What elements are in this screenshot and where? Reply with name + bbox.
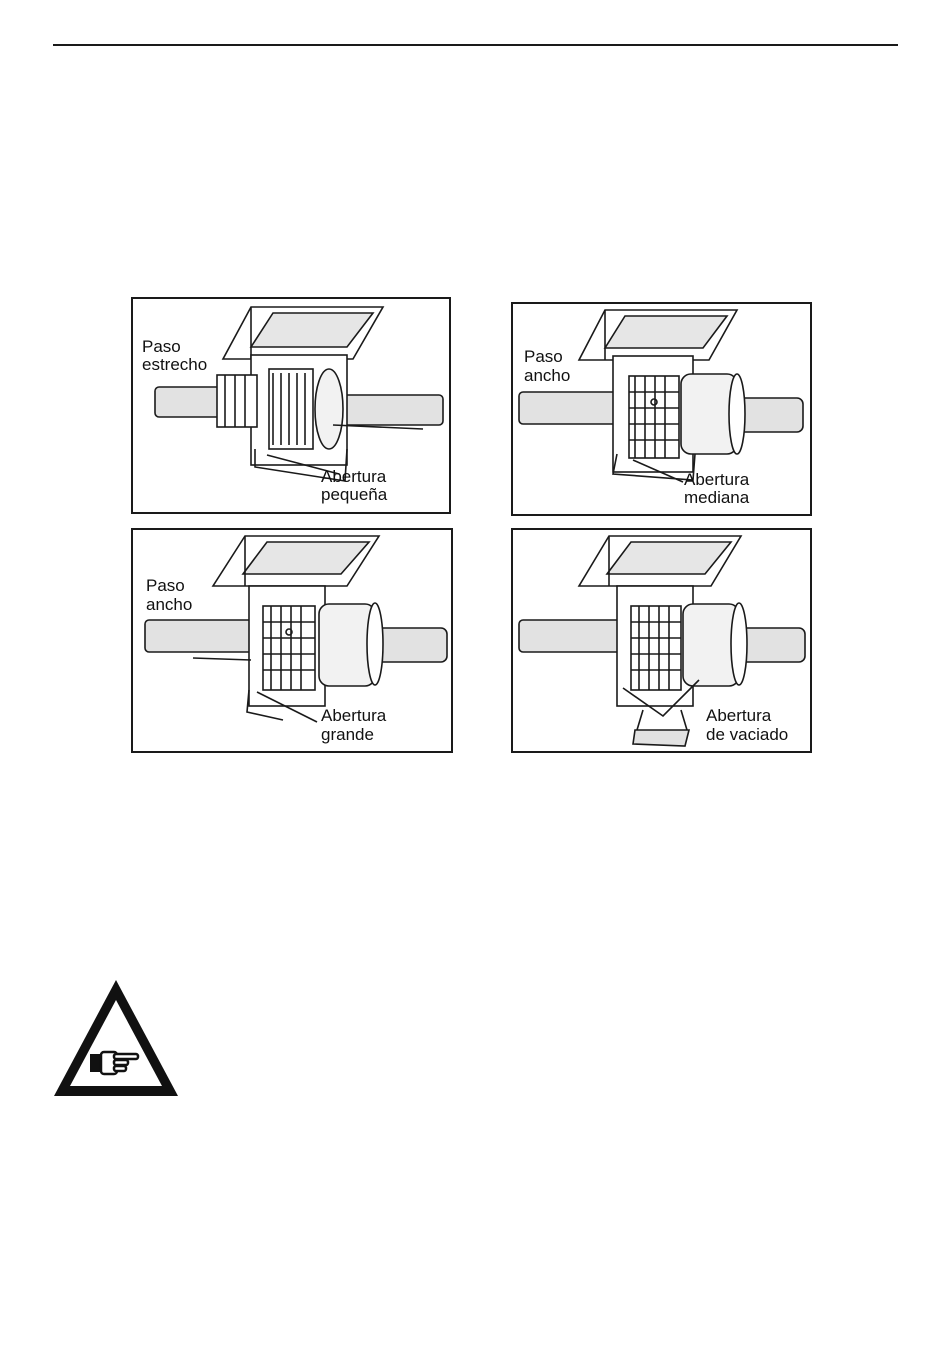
figure-wide-step-medium-opening: Paso ancho Abertura mediana [511,302,812,516]
label-opening: Abertura [706,707,771,725]
roller-mechanism-drawing [513,304,810,514]
pointing-hand-warning-icon [52,978,180,1098]
label-step-type: ancho [524,367,570,385]
header-rule [53,44,898,46]
label-step: Paso [524,348,563,366]
label-step: Paso [146,577,185,595]
figure-narrow-step-small-opening: Paso estrecho Abertura pequeña [131,297,451,514]
label-step-type: ancho [146,596,192,614]
label-opening-type: pequeña [321,486,387,504]
label-opening: Abertura [321,468,386,486]
figure-wide-step-large-opening: Paso ancho Abertura grande [131,528,453,753]
label-opening: Abertura [321,707,386,725]
label-opening: Abertura [684,471,749,489]
label-opening-type: grande [321,726,374,744]
label-opening-type: mediana [684,489,749,507]
roller-mechanism-drawing [133,530,451,751]
label-step-type: estrecho [142,356,207,374]
figure-emptying-opening: Abertura de vaciado [511,528,812,753]
label-step: Paso [142,338,181,356]
roller-mechanism-drawing [133,299,449,512]
label-opening-type: de vaciado [706,726,788,744]
